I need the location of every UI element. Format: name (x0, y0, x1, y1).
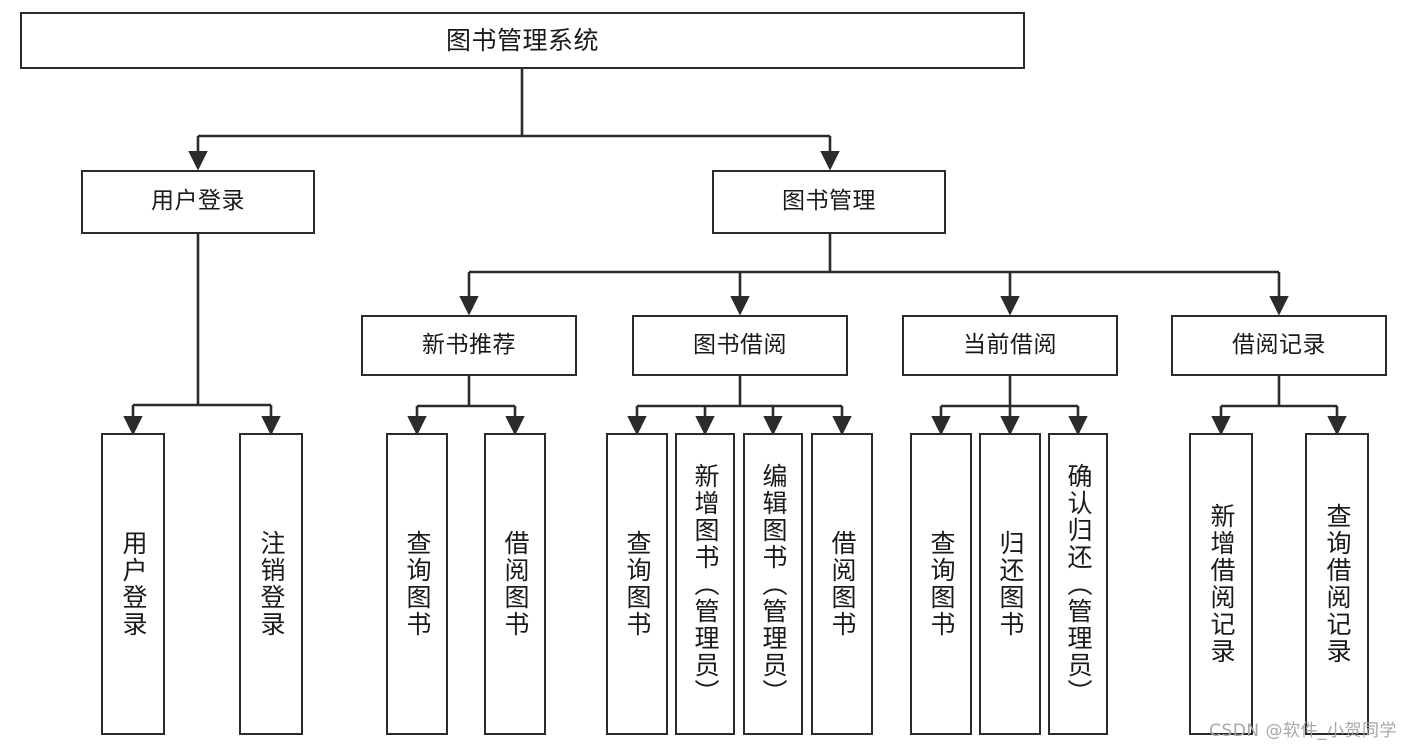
node-borrow-record[interactable]: 借阅记录 (1171, 315, 1387, 376)
leaf-query-book-borrow[interactable]: 查询图书 (606, 433, 668, 735)
leaf-query-book-recommend[interactable]: 查询图书 (386, 433, 448, 735)
leaf-query-book-current[interactable]: 查询图书 (910, 433, 972, 735)
leaf-user-login[interactable]: 用户登录 (101, 433, 165, 735)
leaf-return-book[interactable]: 归还图书 (979, 433, 1041, 735)
node-new-book-recommend[interactable]: 新书推荐 (361, 315, 577, 376)
leaf-add-book-admin[interactable]: 新增图书（管理员） (675, 433, 735, 735)
node-root-book-management-system[interactable]: 图书管理系统 (20, 12, 1025, 69)
node-current-borrow[interactable]: 当前借阅 (902, 315, 1118, 376)
leaf-add-borrow-record[interactable]: 新增借阅记录 (1189, 433, 1253, 735)
leaf-borrow-book[interactable]: 借阅图书 (811, 433, 873, 735)
node-book-borrow[interactable]: 图书借阅 (632, 315, 848, 376)
node-book-management[interactable]: 图书管理 (712, 170, 946, 234)
node-user-login[interactable]: 用户登录 (81, 170, 315, 234)
leaf-borrow-book-recommend[interactable]: 借阅图书 (484, 433, 546, 735)
leaf-user-logout[interactable]: 注销登录 (239, 433, 303, 735)
leaf-confirm-return-admin[interactable]: 确认归还（管理员） (1048, 433, 1108, 735)
leaf-query-borrow-record[interactable]: 查询借阅记录 (1305, 433, 1369, 735)
leaf-edit-book-admin[interactable]: 编辑图书（管理员） (743, 433, 803, 735)
csdn-watermark: CSDN @软件_小贺同学 (1209, 721, 1397, 741)
